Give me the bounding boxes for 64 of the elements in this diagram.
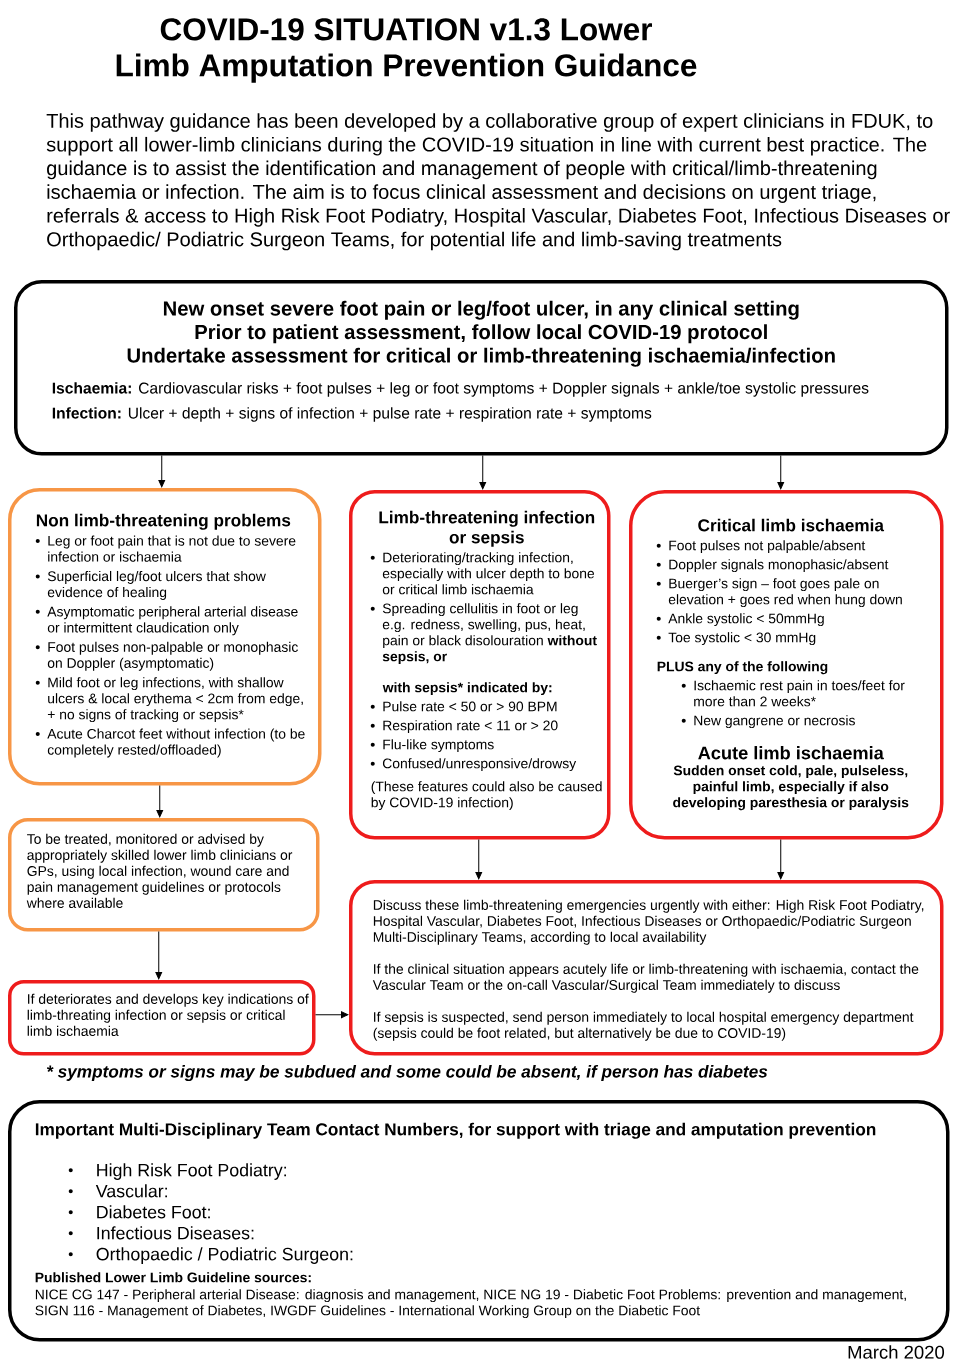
box-heading: Acute limb ischaemia xyxy=(698,746,884,760)
box-heading: New onset severe foot pain or leg/foot ulcer, in any clinical setting xyxy=(163,300,799,320)
body-text: To be treated, monitored or advised by appropriately skilled lower limb clinicians or GPs, using local infection, wound care and pain management guidelines or protocols where available xyxy=(26,833,293,908)
body-text: NICE CG 147 - Peripheral arterial Disease: diagnosis and management, NICE NG 19 - Diabetic Foot Problems: prevention and management, SIGN 116 - Management of Diabetes, IWGDF Guidelines - International Working Group on the Diabetic Foot xyxy=(35,1289,906,1319)
body-text: (These features could also be caused by COVID-19 infection) xyxy=(371,781,602,811)
bullet-item: Vascular: xyxy=(68,1184,167,1198)
arrow xyxy=(777,839,785,880)
body-text: Infection: Ulcer + depth + signs of infection + pulse rate + respiration rate + symptoms xyxy=(52,407,652,422)
bullet-item: Ankle systolic < 50mmHg xyxy=(656,613,824,627)
arrow xyxy=(315,1011,349,1019)
box-heading: Important Multi-Disciplinary Team Contact Numbers, for support with triage and amputation prevention xyxy=(35,1122,876,1139)
rounded-box xyxy=(8,818,320,932)
rounded-box xyxy=(629,490,944,840)
bullet-item: Deteriorating/tracking infection, especially with ulcer depth to bone or critical limb ischaemia xyxy=(370,552,595,595)
bullet-item: Doppler signals monophasic/absent xyxy=(656,559,889,573)
footnote: * symptoms or signs may be subdued and some could be absent, if person has diabetes xyxy=(46,1065,768,1082)
arrow xyxy=(777,455,785,490)
bullet-item: Buerger’s sign – foot goes pale on elevation + goes red when hung down xyxy=(656,578,902,608)
bullet-item: Ischaemic rest pain in toes/feet for more than 2 weeks* xyxy=(681,680,905,707)
box-heading: Limb-threatening infection or sepsis xyxy=(379,510,595,547)
body-text: If the clinical situation appears acutely life or limb-threatening with ischaemia, contact the Vascular Team or the on-call Vascular/Surgical Team immediately to discuss xyxy=(372,963,919,993)
bullet-item: New gangrene or necrosis xyxy=(681,715,855,729)
bullet-item: Acute Charcot feet without infection (to be completely rested/offloaded) xyxy=(35,728,305,758)
arrow xyxy=(155,931,163,980)
arrow xyxy=(156,785,164,818)
body-text: with sepsis* indicated by: xyxy=(382,682,552,696)
bullet-item: Infectious Diseases: xyxy=(68,1226,254,1240)
rounded-box xyxy=(349,880,944,1056)
body-text: Sudden onset cold, pale, pulseless, painful limb, especially if also developing paresthesia or paralysis xyxy=(673,765,909,811)
rounded-box xyxy=(349,490,611,840)
rounded-box xyxy=(8,488,322,786)
bullet-item: Mild foot or leg infections, with shallow ulcers & local erythema < 2cm from edge, + no signs of tracking or sepsis* xyxy=(35,677,303,723)
bullet-item: Foot pulses non-palpable or monophasic on Doppler (asymptomatic) xyxy=(35,641,298,671)
box-heading: Prior to patient assessment, follow local COVID-19 protocol xyxy=(195,324,767,344)
arrow xyxy=(479,455,487,490)
bullet-item: Toe systolic < 30 mmHg xyxy=(656,632,816,646)
rounded-box xyxy=(8,1100,950,1342)
bullet-item: Diabetes Foot: xyxy=(68,1205,210,1219)
bullet-item: Pulse rate < 50 or > 90 BPM xyxy=(370,701,557,712)
box-heading: PLUS any of the following xyxy=(657,661,828,675)
rounded-box xyxy=(14,280,949,456)
bullet-item: Leg or foot pain that is not due to severe infection or ischaemia xyxy=(35,535,296,562)
title: COVID-19 SITUATION v1.3 Lower Limb Amputation Prevention Guidance xyxy=(116,18,697,83)
box-heading: Published Lower Limb Guideline sources: xyxy=(35,1272,311,1283)
bullet-item: Orthopaedic / Podiatric Surgeon: xyxy=(68,1247,353,1264)
box-heading: Undertake assessment for critical or limb-threatening ischaemia/infection xyxy=(127,347,835,367)
body-text: Ischaemia: Cardiovascular risks + foot pulses + leg or foot symptoms + Doppler signals + ankle/toe systolic pressures xyxy=(52,382,869,397)
body-text: Discuss these limb-threatening emergencies urgently with either: High Risk Foot Podiatry, Hospital Vascular, Diabetes Foot, Infectious Diseases or Orthopaedic/Podiatric Surgeon Multi-Disciplinary Teams, according to local availability xyxy=(373,899,924,945)
body-text: If sepsis is suspected, send person immediately to local hospital emergency department (sepsis could be foot related, but alternatively be due to COVID-19) xyxy=(373,1011,914,1041)
arrow xyxy=(475,839,483,880)
bullet-item: Flu-like symptoms xyxy=(370,739,494,753)
bullet-item: Asymptomatic peripheral arterial disease or intermittent claudication only xyxy=(35,606,298,636)
box-heading: Non limb-threatening problems xyxy=(36,513,291,530)
bullet-item: Respiration rate < 11 or > 20 xyxy=(370,720,558,734)
bullet-item: High Risk Foot Podiatry: xyxy=(68,1163,286,1180)
bullet-item: Foot pulses not palpable/absent xyxy=(656,540,866,554)
bullet-item: Confused/unresponsive/drowsy xyxy=(370,758,577,772)
rounded-box xyxy=(8,980,316,1056)
bullet-item: Superficial leg/foot ulcers that show evidence of healing xyxy=(35,570,266,600)
bullet-item: Spreading cellulitis in foot or leg e.g. redness, swelling, pus, heat, pain or black disolouration without sepsis, or xyxy=(370,603,597,665)
box-heading: Critical limb ischaemia xyxy=(698,518,885,532)
intro-text: This pathway guidance has been developed by a collaborative group of expert clinicians in FDUK, to support all lower-limb clinicians during the COVID-19 situation in line with current best practice. The guidance is to assist the identification and management of people with critical/limb-threatening ischaemia or infection. The aim is to focus clinical assessment and decisions on urgent triage, referrals & access to High Risk Foot Podiatry, Hospital Vascular, Diabetes Foot, Infectious Diseases or Orthopaedic/ Podiatric Surgeon Teams, for potential life and limb-saving treatments xyxy=(46,113,950,251)
arrow xyxy=(158,455,166,488)
body-text: If deteriorates and develops key indications of limb-threating infection or sepsis or critical limb ischaemia xyxy=(27,993,309,1036)
